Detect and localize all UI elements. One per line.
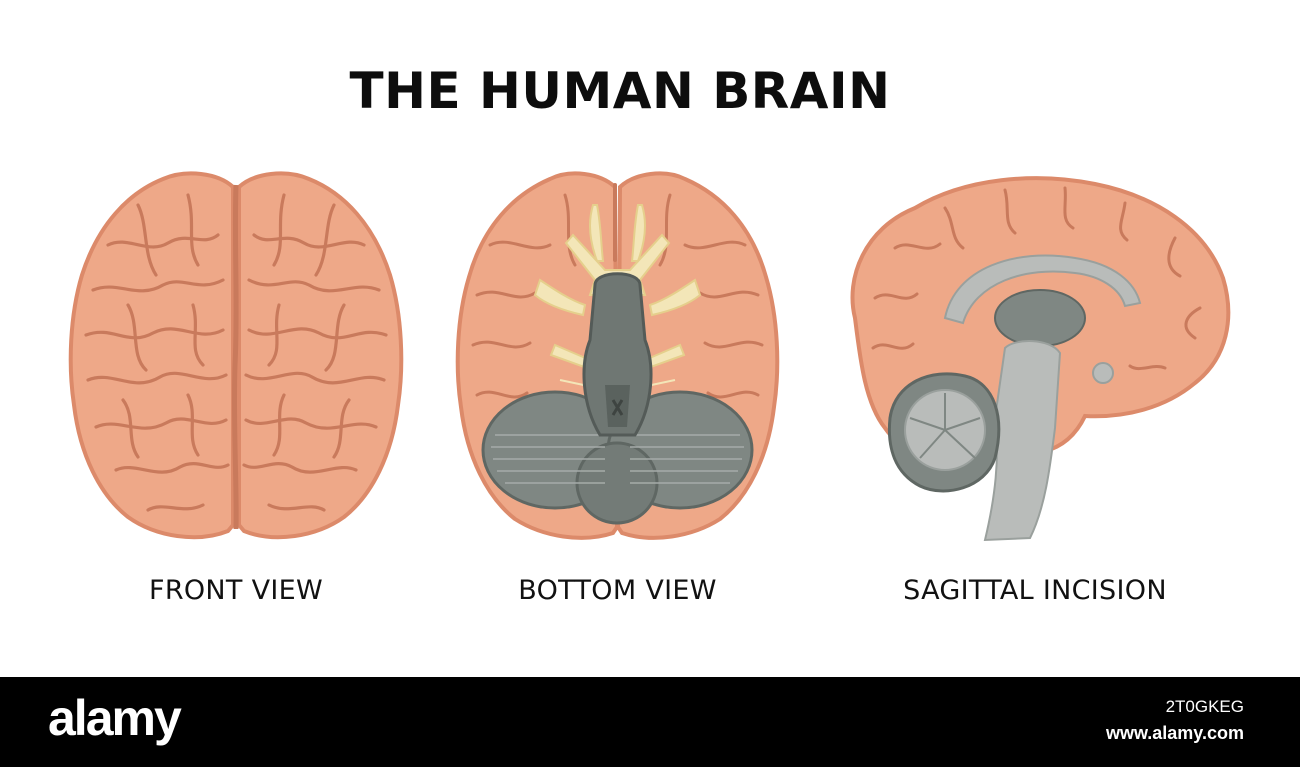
footer-image-id: 2T0GKEG [1165,697,1244,716]
brainstem [582,272,653,437]
pituitary [1092,362,1114,384]
sagittal-view-panel [835,168,1235,548]
gyri-pattern [471,183,764,488]
front-view-panel [68,165,404,545]
gyri-pattern [84,193,388,512]
cranial-nerves [533,278,702,370]
olfactory-nerves [589,204,646,262]
cerebellum [887,372,1001,493]
footer-url: www.alamy.com [1105,723,1244,743]
brain-bottom-view-illustration [455,171,780,540]
brain-front-view-illustration [68,171,404,540]
footer-logo: alamy [48,690,182,746]
page-title: THE HUMAN BRAIN [349,62,891,120]
left-hemisphere [68,171,235,540]
corpus-callosum [943,254,1142,325]
front-view-caption: FRONT VIEW [148,575,323,606]
sagittal-view-caption: SAGITTAL INCISION [903,575,1167,606]
thalamus [994,289,1086,347]
bottom-view-caption: BOTTOM VIEW [518,575,717,606]
footer-bar: alamy 2T0GKEG www.alamy.com [0,677,1300,767]
right-hemisphere [237,171,404,540]
brain-sagittal-illustration [850,176,1231,542]
bottom-view-panel [455,165,780,545]
longitudinal-fissure [231,184,239,530]
brainstem [983,340,1062,542]
cerebellum [481,390,754,525]
